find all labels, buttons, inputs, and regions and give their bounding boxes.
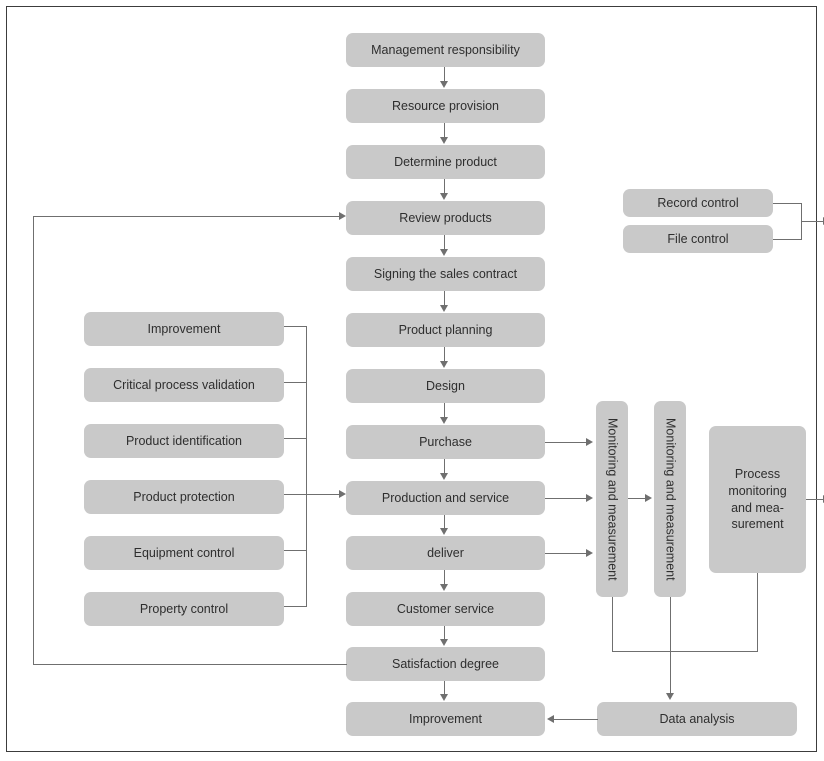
connector-design-to-purchase bbox=[444, 403, 445, 418]
connector-purchase-to-monitoring1 bbox=[545, 442, 587, 443]
drop-monitoring1 bbox=[612, 597, 613, 652]
arrowhead-satisfaction-degree bbox=[440, 639, 448, 646]
node-product-protection[interactable]: Product protection bbox=[84, 480, 284, 514]
drop-process-monitoring bbox=[757, 573, 758, 652]
arrowhead-into-data-analysis bbox=[666, 693, 674, 700]
node-satisfaction-degree[interactable]: Satisfaction degree bbox=[346, 647, 545, 681]
node-determine-product[interactable]: Determine product bbox=[346, 145, 545, 179]
connector-management-to-resource bbox=[444, 67, 445, 82]
stub-file-control bbox=[773, 239, 802, 240]
connector-process-monitoring-out bbox=[806, 499, 824, 500]
node-critical-process-validation[interactable]: Critical process validation bbox=[84, 368, 284, 402]
node-design[interactable]: Design bbox=[346, 369, 545, 403]
arrowhead-design bbox=[440, 361, 448, 368]
arrowhead-purchase bbox=[440, 417, 448, 424]
arrowhead-customer-service bbox=[440, 584, 448, 591]
node-product-identification[interactable]: Product identification bbox=[84, 424, 284, 458]
connector-determine-to-review bbox=[444, 179, 445, 194]
stub-equipment-control bbox=[284, 550, 307, 551]
arrowhead-resource-provision bbox=[440, 81, 448, 88]
connector-customer-service-to-satisfaction bbox=[444, 626, 445, 640]
node-product-planning[interactable]: Product planning bbox=[346, 313, 545, 347]
connector-purchase-to-production bbox=[444, 459, 445, 474]
arrowhead-improvement-bottom bbox=[440, 694, 448, 701]
feedback-loop-top-segment bbox=[33, 216, 340, 217]
stub-critical-process-validation bbox=[284, 382, 307, 383]
feedback-loop-bottom-segment bbox=[33, 664, 347, 665]
node-data-analysis[interactable]: Data analysis bbox=[597, 702, 797, 736]
node-purchase[interactable]: Purchase bbox=[346, 425, 545, 459]
arrowhead-deliver bbox=[440, 528, 448, 535]
arrowhead-production-and-service bbox=[440, 473, 448, 480]
node-monitoring-and-measurement-2[interactable]: Monitoring and measurement bbox=[654, 401, 686, 597]
connector-resource-to-determine bbox=[444, 123, 445, 138]
node-customer-service[interactable]: Customer service bbox=[346, 592, 545, 626]
stub-record-control bbox=[773, 203, 802, 204]
arrowhead-signing-contract bbox=[440, 249, 448, 256]
connector-planning-to-design bbox=[444, 347, 445, 362]
connector-review-to-signing bbox=[444, 235, 445, 250]
arrowhead-review-products bbox=[440, 193, 448, 200]
stub-product-protection bbox=[284, 494, 307, 495]
node-file-control[interactable]: File control bbox=[623, 225, 773, 253]
connector-data-analysis-to-improvement bbox=[554, 719, 598, 720]
stub-product-identification bbox=[284, 438, 307, 439]
node-equipment-control[interactable]: Equipment control bbox=[84, 536, 284, 570]
arrowhead-support-into-production bbox=[339, 490, 346, 498]
node-monitoring-and-measurement-1[interactable]: Monitoring and measurement bbox=[596, 401, 628, 597]
stub-property-control bbox=[284, 606, 307, 607]
arrowhead-feedback-into-review-products bbox=[339, 212, 346, 220]
connector-deliver-to-monitoring1 bbox=[545, 553, 587, 554]
node-deliver[interactable]: deliver bbox=[346, 536, 545, 570]
measurement-bus bbox=[612, 651, 758, 652]
connector-monitoring1-to-monitoring2 bbox=[628, 498, 648, 499]
node-resource-provision[interactable]: Resource provision bbox=[346, 89, 545, 123]
node-signing-the-sales-contract[interactable]: Signing the sales contract bbox=[346, 257, 545, 291]
arrowhead-data-analysis-to-improvement bbox=[547, 715, 554, 723]
diagram-frame: Management responsibility Resource provi… bbox=[6, 6, 824, 752]
node-record-control[interactable]: Record control bbox=[623, 189, 773, 217]
arrowhead-determine-product bbox=[440, 137, 448, 144]
node-management-responsibility[interactable]: Management responsibility bbox=[346, 33, 545, 67]
node-production-and-service[interactable]: Production and service bbox=[346, 481, 545, 515]
connector-document-control-out bbox=[801, 221, 824, 222]
stub-improvement bbox=[284, 326, 307, 327]
connector-satisfaction-to-improvement bbox=[444, 681, 445, 695]
arrowhead-monitoring1-to-monitoring2 bbox=[645, 494, 652, 502]
node-review-products[interactable]: Review products bbox=[346, 201, 545, 235]
feedback-loop-left-segment bbox=[33, 216, 34, 665]
connector-support-bus-to-production bbox=[306, 494, 340, 495]
arrowhead-deliver-to-monitoring1 bbox=[586, 549, 593, 557]
arrowhead-product-planning bbox=[440, 305, 448, 312]
connector-production-to-monitoring1 bbox=[545, 498, 587, 499]
connector-signing-to-planning bbox=[444, 291, 445, 306]
connector-production-to-deliver bbox=[444, 515, 445, 529]
arrowhead-purchase-to-monitoring1 bbox=[586, 438, 593, 446]
node-property-control[interactable]: Property control bbox=[84, 592, 284, 626]
node-improvement-bottom[interactable]: Improvement bbox=[346, 702, 545, 736]
support-column-bus bbox=[306, 326, 307, 607]
arrowhead-production-to-monitoring1 bbox=[586, 494, 593, 502]
node-process-monitoring-and-measurement[interactable]: Process monitoring and mea- surement bbox=[709, 426, 806, 573]
drop-monitoring2-to-data-analysis bbox=[670, 597, 671, 694]
connector-deliver-to-customer-service bbox=[444, 570, 445, 585]
node-improvement[interactable]: Improvement bbox=[84, 312, 284, 346]
